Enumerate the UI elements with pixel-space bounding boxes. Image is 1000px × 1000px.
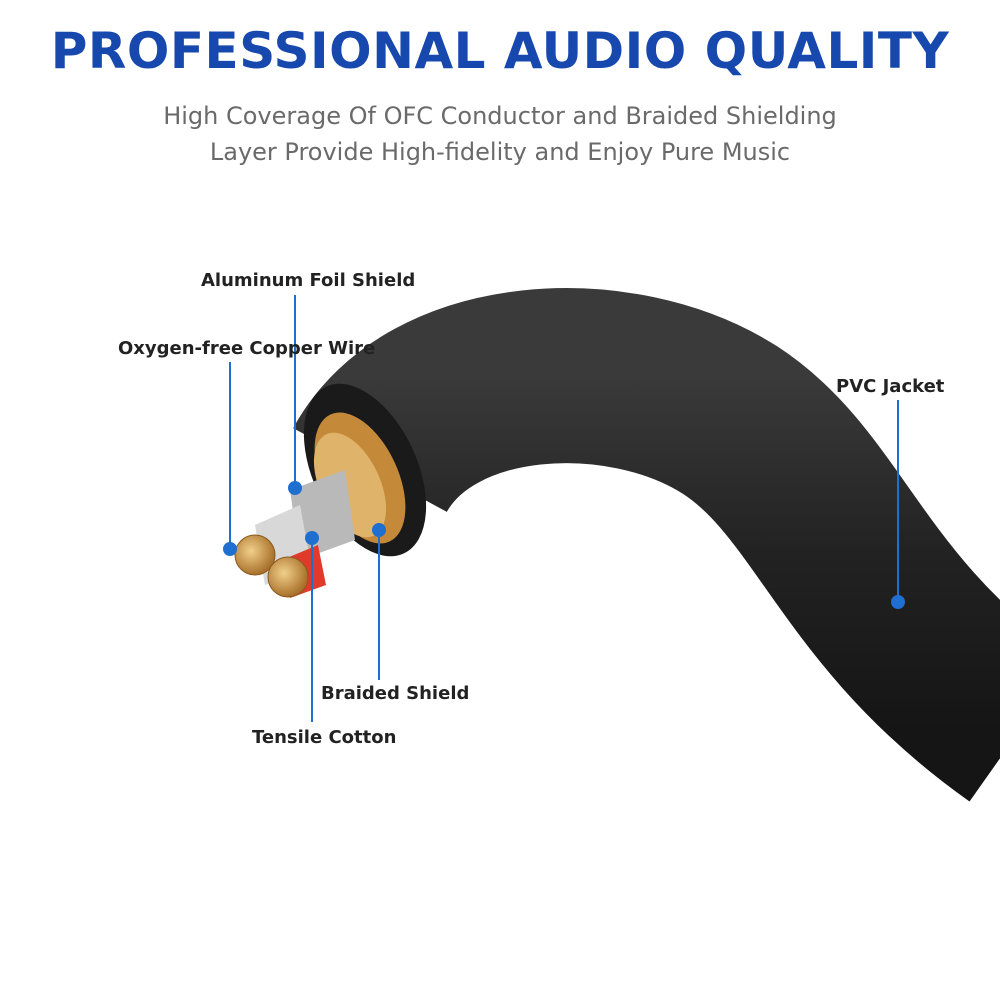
label-oxygen-free-copper-wire: Oxygen-free Copper Wire — [118, 338, 376, 359]
label-braided-shield: Braided Shield — [321, 683, 470, 704]
label-pvc-jacket: PVC Jacket — [836, 376, 945, 397]
label-tensile-cotton: Tensile Cotton — [252, 727, 397, 748]
subtitle-line-1: High Coverage Of OFC Conductor and Braid… — [163, 102, 837, 130]
callout-dot-braid — [372, 523, 386, 537]
subtitle-line-2: Layer Provide High-fidelity and Enjoy Pu… — [209, 138, 791, 166]
cable-end — [234, 383, 427, 598]
callout-dot-cotton — [305, 531, 319, 545]
pvc-jacket-cable — [293, 288, 1000, 802]
callout-dot-copper — [223, 542, 237, 556]
callout-dot-foil — [288, 481, 302, 495]
page-title: PROFESSIONAL AUDIO QUALITY — [50, 22, 950, 80]
label-aluminum-foil-shield: Aluminum Foil Shield — [201, 270, 416, 291]
callout-dot-pvc — [891, 595, 905, 609]
